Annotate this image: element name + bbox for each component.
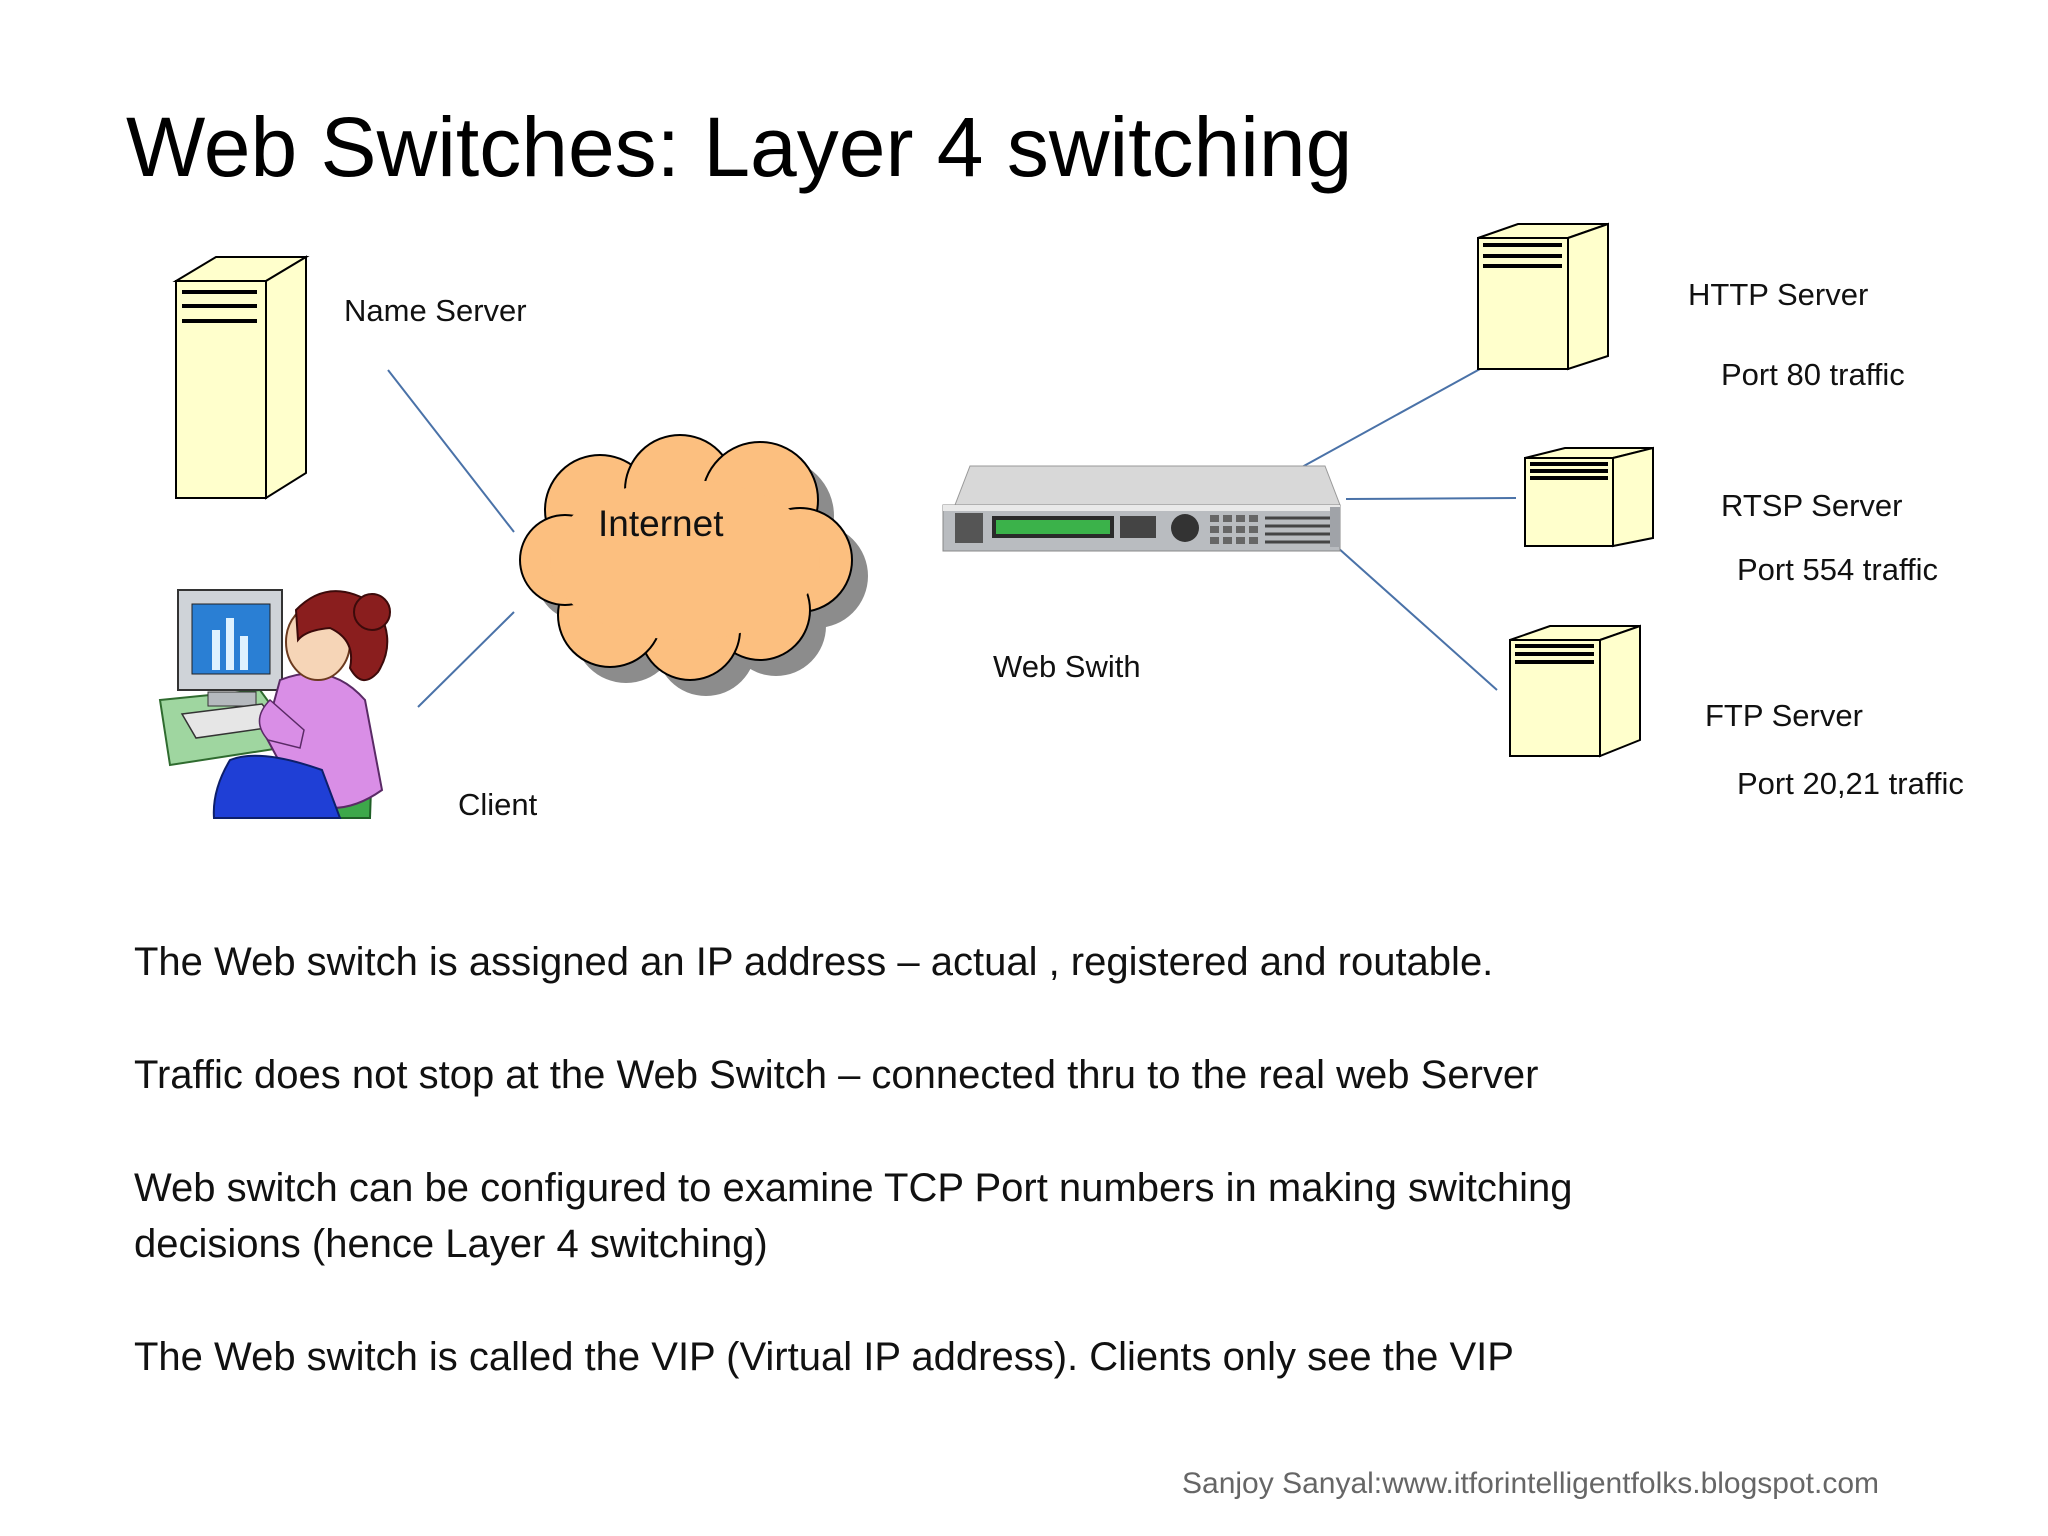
- internet-label: Internet: [598, 503, 724, 544]
- bullet-text: The Web switch is called the VIP (Virtua…: [134, 1335, 1514, 1379]
- name-server-label: Name Server: [344, 293, 527, 328]
- ftp-port-label: Port 20,21 traffic: [1737, 766, 1964, 801]
- footer-credit: Sanjoy Sanyal:www.itforintelligentfolks.…: [1182, 1467, 1880, 1500]
- connection-lines: [387, 368, 1517, 708]
- rtsp-server-label: RTSP Server: [1721, 488, 1903, 523]
- server-box-icon: [1509, 624, 1641, 758]
- link-switch-http: [1301, 368, 1481, 468]
- ftp-server-label: FTP Server: [1705, 698, 1863, 733]
- bullet-text: Traffic does not stop at the Web Switch …: [134, 1053, 1539, 1097]
- bullet-text: Web switch can be configured to examine …: [134, 1166, 1573, 1266]
- page-title: Web Switches: Layer 4 switching: [126, 100, 1353, 194]
- client-user-icon: [158, 589, 391, 819]
- link-name-server-internet: [387, 369, 515, 533]
- http-port-label: Port 80 traffic: [1721, 357, 1905, 392]
- http-server-label: HTTP Server: [1688, 277, 1869, 312]
- web-switch-device-icon: [942, 465, 1341, 552]
- rtsp-port-label: Port 554 traffic: [1737, 552, 1939, 587]
- server-tower-icon: [1477, 222, 1609, 371]
- bullet-text: The Web switch is assigned an IP address…: [134, 940, 1494, 984]
- web-switch-label: Web Swith: [993, 649, 1141, 684]
- client-label: Client: [458, 787, 538, 822]
- server-tower-icon: [172, 255, 310, 500]
- server-box-icon: [1524, 446, 1654, 548]
- link-switch-ftp: [1336, 546, 1498, 691]
- link-client-internet: [417, 611, 515, 708]
- cloud-icon: [519, 434, 868, 696]
- link-switch-rtsp: [1345, 497, 1517, 500]
